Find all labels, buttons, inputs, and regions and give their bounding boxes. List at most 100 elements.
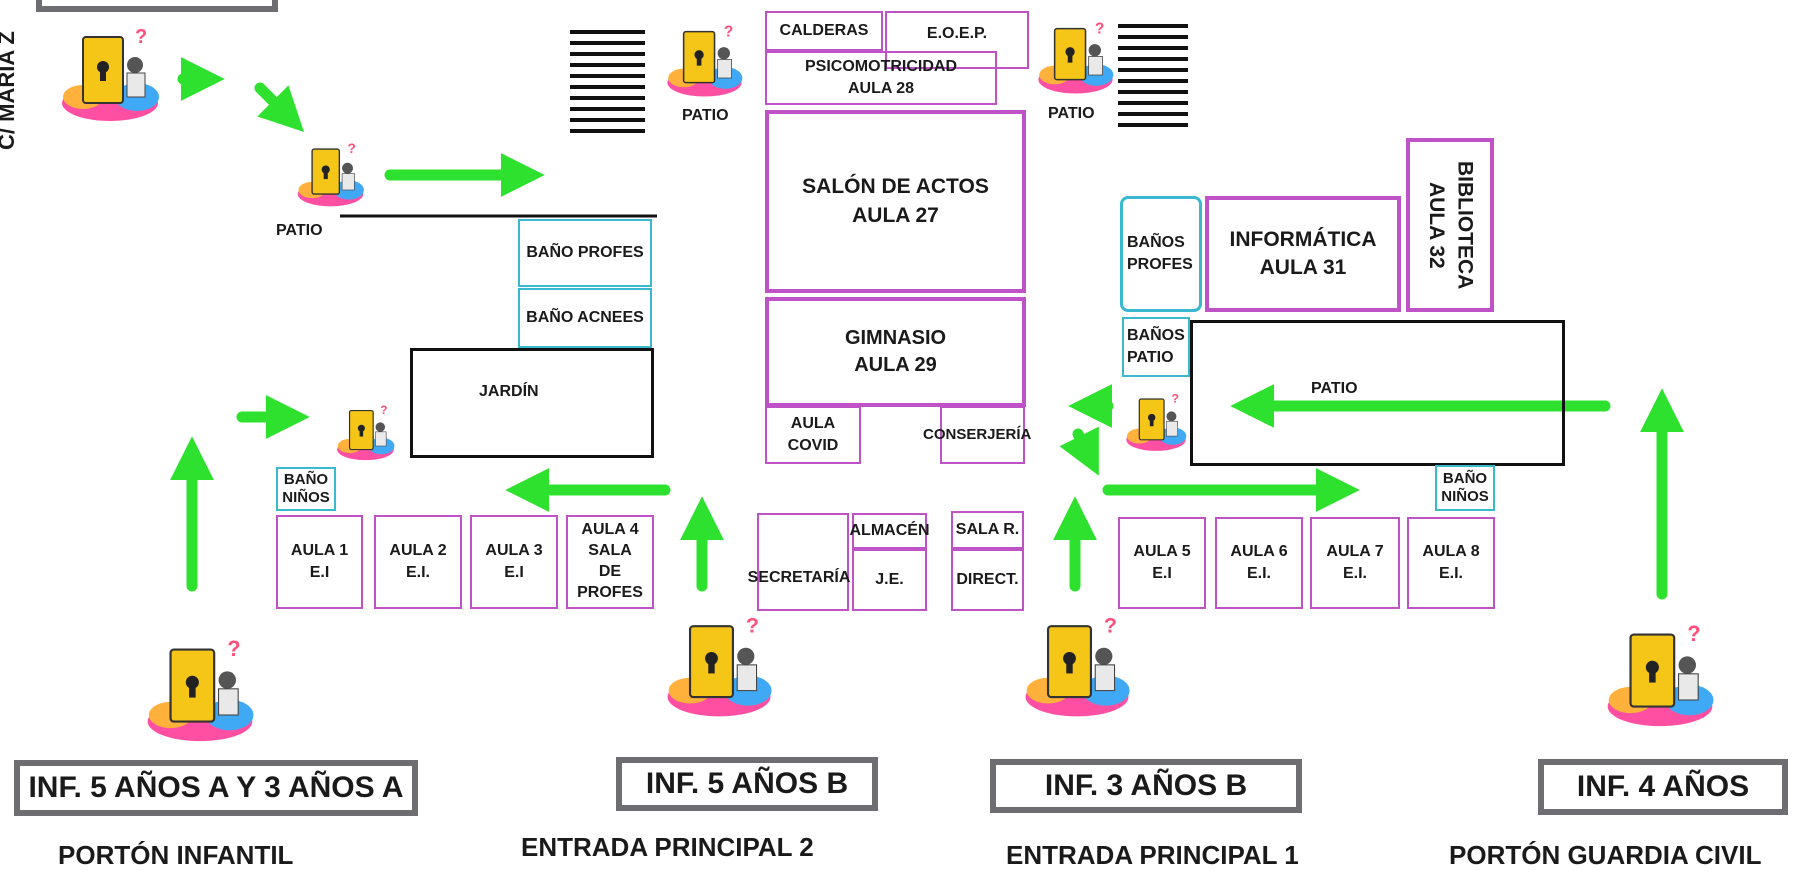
group-inf-3b: INF. 3 AÑOS B	[990, 759, 1302, 813]
room-label: PSICOMOTRICIDAD	[805, 58, 957, 76]
area-label: JARDÍN	[479, 383, 539, 400]
room-salon-de-actos: SALÓN DE ACTOS AULA 27	[765, 110, 1026, 293]
door-lock-mascot-icon: ?	[297, 141, 364, 207]
door-lock-mascot-icon: ?	[1126, 392, 1187, 451]
stairs-icon	[570, 30, 645, 140]
room-label: DIRECT.	[956, 571, 1019, 589]
room-aula-3: AULA 3 E.I	[470, 515, 558, 609]
room-label: PROFES	[577, 583, 643, 601]
svg-text:?: ?	[1095, 20, 1104, 37]
room-banos-profes: BAÑOS PROFES	[1120, 196, 1202, 312]
door-lock-mascot-icon: ?	[62, 26, 159, 121]
entrance-porton-infantil: PORTÓN INFANTIL	[58, 840, 294, 870]
room-label: BAÑO	[1442, 470, 1488, 487]
room-calderas: CALDERAS	[765, 11, 883, 51]
door-lock-mascot-icon: ?	[1607, 621, 1714, 727]
room-aula-7: AULA 7 E.I.	[1310, 517, 1400, 609]
room-label: PROFES	[1127, 256, 1193, 273]
room-label: NIÑOS	[1441, 488, 1489, 505]
room-label: AULA 29	[854, 354, 937, 376]
entrance-porton-guardia-civil: PORTÓN GUARDIA CIVIL	[1449, 840, 1762, 870]
room-bano-profes: BAÑO PROFES	[518, 219, 652, 287]
room-label: BAÑOS	[1127, 327, 1185, 345]
group-inf-4: INF. 4 AÑOS	[1538, 759, 1788, 815]
room-informatica: INFORMÁTICA AULA 31	[1205, 196, 1401, 312]
room-label: AULA 31	[1259, 256, 1347, 279]
svg-text:?: ?	[1687, 621, 1700, 646]
room-label: E.I	[504, 564, 524, 581]
room-psicomotricidad: PSICOMOTRICIDAD AULA 28	[765, 51, 997, 105]
patio-label: PATIO	[682, 107, 729, 124]
room-label: E.O.E.P.	[926, 25, 988, 42]
room-label: E.I	[1152, 565, 1172, 582]
room-je: J.E.	[852, 549, 927, 611]
room-label: AULA 27	[852, 203, 939, 227]
room-bano-acnees: BAÑO ACNEES	[518, 288, 652, 348]
patio-label: PATIO	[1048, 105, 1095, 122]
entrance-principal-1: ENTRADA PRINCIPAL 1	[1006, 840, 1299, 870]
room-label: BAÑOS	[1127, 234, 1185, 252]
room-aula-2: AULA 2 E.I.	[374, 515, 462, 609]
top-left-box	[36, 0, 278, 12]
svg-text:?: ?	[348, 141, 356, 156]
svg-text:?: ?	[746, 614, 759, 638]
room-label: CALDERAS	[779, 22, 869, 40]
room-biblioteca: BIBLIOTECA AULA 32	[1406, 138, 1494, 312]
patio-label: PATIO	[1311, 380, 1358, 397]
room-label: BAÑO PROFES	[526, 244, 644, 262]
room-label: AULA	[790, 415, 836, 433]
room-bano-ninos: BAÑO NIÑOS	[276, 467, 336, 511]
room-label: AULA 2	[389, 542, 447, 560]
room-label: SALA	[588, 542, 632, 560]
room-label: DE	[598, 563, 622, 580]
room-label: E.I.	[405, 564, 430, 581]
room-label: CONSERJERÍA	[923, 425, 1032, 443]
room-label: BAÑO	[283, 471, 329, 488]
room-label: J.E.	[875, 571, 904, 589]
room-label: AULA 32	[1425, 181, 1448, 269]
door-lock-mascot-icon: ?	[1038, 20, 1114, 94]
room-gimnasio: GIMNASIO AULA 29	[765, 297, 1026, 407]
group-inf-5b: INF. 5 AÑOS B	[616, 757, 878, 811]
room-label: E.I	[309, 564, 330, 581]
stairs-icon	[1118, 24, 1188, 134]
patio-label: PATIO	[276, 222, 323, 239]
room-label: INFORMÁTICA	[1229, 227, 1377, 251]
room-label: AULA 4	[581, 521, 639, 539]
room-label: AULA 1	[290, 542, 349, 560]
room-label: AULA 6	[1230, 543, 1288, 561]
room-label: GIMNASIO	[844, 327, 947, 349]
room-aula-1: AULA 1 E.I	[276, 515, 363, 609]
door-lock-mascot-icon: ?	[667, 614, 772, 717]
arrow	[254, 82, 305, 133]
room-label: COVID	[787, 437, 839, 454]
room-secretaria: SECRETARÍA	[748, 513, 850, 611]
room-label: E.I.	[1438, 565, 1463, 582]
room-label: AULA 8	[1422, 543, 1480, 561]
room-banos-patio: BAÑOS PATIO	[1122, 317, 1190, 377]
area-jardin: JARDÍN	[410, 348, 654, 458]
svg-text:?: ?	[724, 23, 733, 40]
room-label: E.I.	[1342, 565, 1367, 582]
room-direct: DIRECT.	[951, 549, 1024, 611]
room-label: SECRETARÍA	[747, 569, 851, 587]
room-sala-r: SALA R.	[951, 511, 1024, 549]
room-label: PATIO	[1127, 349, 1174, 366]
room-conserjeria: CONSERJERÍA	[923, 406, 1031, 464]
room-label: BIBLIOTECA	[1453, 160, 1477, 290]
room-aula-covid: AULA COVID	[765, 406, 861, 464]
svg-text:?: ?	[135, 26, 147, 48]
room-bano-ninos-right: BAÑO NIÑOS	[1435, 465, 1495, 511]
room-label: AULA 7	[1326, 543, 1384, 561]
room-label: SALÓN DE ACTOS	[802, 175, 989, 199]
room-label: AULA 3	[485, 542, 543, 560]
room-almacen: ALMACÉN	[850, 513, 930, 549]
svg-text:?: ?	[380, 403, 387, 417]
door-lock-mascot-icon: ?	[667, 23, 743, 97]
svg-text:?: ?	[1104, 614, 1117, 638]
room-aula-4: AULA 4 SALA DE PROFES	[566, 515, 654, 609]
svg-text:?: ?	[1171, 392, 1179, 406]
door-lock-mascot-icon: ?	[337, 403, 395, 461]
